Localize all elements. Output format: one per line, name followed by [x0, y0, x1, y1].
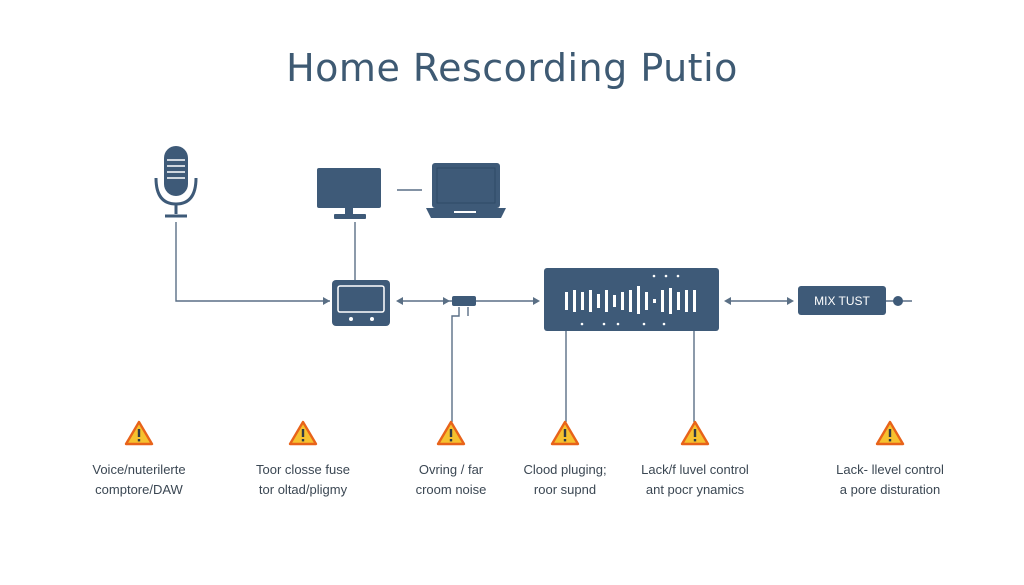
microphone-icon [154, 146, 198, 218]
mixer-icon [544, 268, 719, 331]
issue-text-line-1: Voice/nuterilerte [92, 462, 186, 477]
page-title: Home Rescording Putio [286, 46, 738, 90]
arrow-into-mixer [533, 297, 540, 305]
issue-item: Toor closse fuse tor oltad/pligmy [218, 420, 388, 500]
mix-box-label: MIX TUST [814, 294, 870, 308]
issue-text-line-1: Clood pluging; [523, 462, 607, 477]
output-jack-icon [893, 296, 903, 306]
issue-text-line-1: Lack- llevel control [836, 462, 944, 477]
issue-text-line-2: tor oltad/pligmy [258, 482, 348, 497]
issue-text-line-2: comptore/DAW [95, 482, 183, 497]
arrow-out-mixer [724, 297, 731, 305]
issue-text-line-1: Ovring / far [418, 462, 484, 477]
warning-icon [124, 420, 154, 446]
connector-icon [452, 296, 476, 306]
mix-box: MIX TUST [798, 286, 886, 315]
arrow-into-connector [443, 297, 450, 305]
warning-icon [550, 420, 580, 446]
warning-icon [436, 420, 466, 446]
warning-icon [680, 420, 710, 446]
connector-drop-line-left [451, 307, 460, 422]
issue-text-line-2: a pore disturation [839, 482, 941, 497]
issue-text-line-2: roor supnd [533, 482, 597, 497]
issue-item: Clood pluging; roor supnd [480, 420, 650, 500]
arrow-into-interface [323, 297, 330, 305]
issue-text-line-2: ant pocr ynamics [645, 482, 745, 497]
mic-to-interface-line [175, 222, 330, 302]
arrow-out-interface [396, 297, 403, 305]
issue-text-line-1: Lack/f luvel control [641, 462, 749, 477]
issue-text-line-2: croom noise [415, 482, 487, 497]
arrowheads [323, 297, 794, 305]
audio-interface-icon [332, 280, 390, 326]
monitor-icon [317, 168, 381, 219]
issue-item: Voice/nuterilerte comptore/DAW [54, 420, 224, 500]
warning-icon [288, 420, 318, 446]
issue-text-line-1: Toor closse fuse [256, 462, 350, 477]
issue-item: Lack/f luvel control ant pocr ynamics [610, 420, 780, 500]
warning-icon [875, 420, 905, 446]
issue-item: Ovring / far croom noise [366, 420, 536, 500]
issue-item: Lack- llevel control a pore disturation [805, 420, 975, 500]
laptop-icon [426, 163, 506, 218]
arrow-into-mixbox [787, 297, 794, 305]
